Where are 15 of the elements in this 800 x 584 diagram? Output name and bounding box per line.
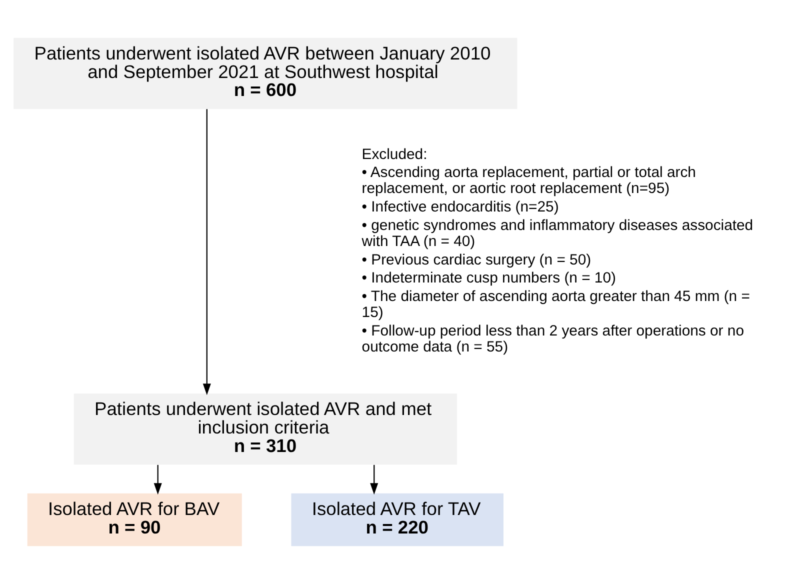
label: • Indeterminate cusp numbers (n = 10) <box>361 270 616 287</box>
node-box: Patients underwent isolated AVR and met inclusion criteria n = 310 <box>73 394 456 465</box>
label: Excluded: <box>361 146 427 163</box>
node-box: Isolated AVR for TAV n = 220 <box>290 493 503 546</box>
label: • Follow-up period less than 2 years after operations or no outcome data (n = 55) <box>361 323 744 356</box>
label: • Previous cardiac surgery (n = 50) <box>361 252 591 268</box>
label: • The diameter of ascending aorta greater than 45 mm (n = 15) <box>361 289 750 322</box>
label: • Ascending aorta replacement, partial or total arch replacement, or aortic root replacement (n=95) <box>361 165 696 198</box>
arrow <box>153 464 162 495</box>
arrow <box>202 109 210 396</box>
label: • genetic syndromes and inflammatory diseases associated with TAA (n = 40) <box>361 218 753 250</box>
node-box: Patients underwent isolated AVR between January 2010 and September 2021 at Southwest hospital n = 600 <box>13 38 517 110</box>
node-box: Isolated AVR for BAV n = 90 <box>26 493 242 546</box>
label: • Infective endocarditis (n=25) <box>361 200 558 216</box>
arrow <box>370 464 378 495</box>
